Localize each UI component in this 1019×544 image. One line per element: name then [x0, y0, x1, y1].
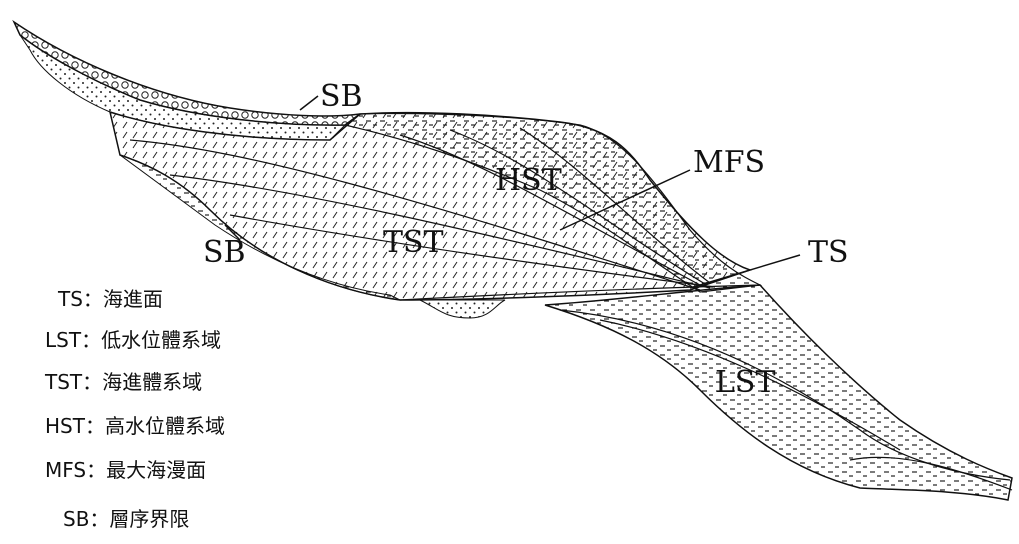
legend-desc: 海進體系域: [102, 370, 202, 394]
label-tst: TST: [383, 225, 444, 260]
legend-abbr: SB: [63, 507, 89, 531]
label-sb-left: SB: [203, 235, 246, 270]
svg-text:LST：低水位體系域: LST：低水位體系域: [45, 328, 221, 352]
svg-text:TST：海進體系域: TST：海進體系域: [44, 370, 202, 394]
legend-abbr: TST: [44, 370, 83, 394]
legend-item-sb: SB：層序界限: [63, 507, 189, 531]
legend-desc: 高水位體系域: [105, 414, 225, 438]
legend-abbr: HST: [45, 414, 86, 438]
dotted-sand-wedge: [20, 35, 345, 140]
legend-desc: 海進面: [103, 287, 163, 311]
label-sb-top: SB: [320, 79, 363, 114]
label-hst: HST: [495, 163, 562, 198]
label-ts: TS: [808, 235, 849, 270]
legend-item-hst: HST：高水位體系域: [45, 414, 225, 438]
legend-abbr: MFS: [45, 458, 86, 482]
legend-item-ts: TS：海進面: [57, 287, 163, 311]
svg-text:HST：高水位體系域: HST：高水位體系域: [45, 414, 225, 438]
legend-item-lst: LST：低水位體系域: [45, 328, 221, 352]
legend-desc: 層序界限: [109, 507, 189, 531]
legend-desc: 低水位體系域: [101, 328, 221, 352]
svg-text:MFS：最大海漫面: MFS：最大海漫面: [45, 458, 206, 482]
legend-item-mfs: MFS：最大海漫面: [45, 458, 206, 482]
legend: TS：海進面 LST：低水位體系域 TST：海進體系域 HST：高水位體系域 M…: [44, 287, 225, 531]
legend-abbr: LST: [45, 328, 82, 352]
legend-item-tst: TST：海進體系域: [44, 370, 202, 394]
basin-mound: [420, 300, 505, 318]
label-lst: LST: [715, 365, 775, 400]
svg-text:TS：海進面: TS：海進面: [57, 287, 163, 311]
legend-desc: 最大海漫面: [106, 458, 206, 482]
legend-abbr: TS: [57, 287, 83, 311]
label-mfs: MFS: [693, 145, 765, 180]
svg-text:SB：層序界限: SB：層序界限: [63, 507, 189, 531]
